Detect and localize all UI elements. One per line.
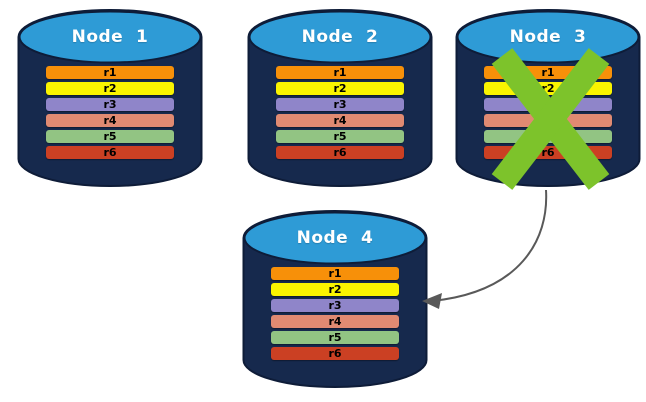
data-row-label: r3 <box>333 98 347 111</box>
data-row-r4[interactable]: r4 <box>271 315 399 328</box>
data-row-r1[interactable]: r1 <box>484 66 612 79</box>
data-row-r6[interactable]: r6 <box>276 146 404 159</box>
data-row-r5[interactable]: r5 <box>484 130 612 143</box>
row-stack-node2: r1 r2 r3 r4 r5 r6 <box>248 66 432 159</box>
data-row-label: r6 <box>541 146 555 159</box>
data-row-label: r2 <box>103 82 117 95</box>
data-row-r6[interactable]: r6 <box>46 146 174 159</box>
data-row-label: r2 <box>541 82 555 95</box>
data-row-r5[interactable]: r5 <box>276 130 404 143</box>
data-row-r3[interactable]: r3 <box>484 98 612 111</box>
data-row-label: r1 <box>333 66 347 79</box>
data-row-r2[interactable]: r2 <box>46 82 174 95</box>
data-row-label: r5 <box>333 130 347 143</box>
data-row-r3[interactable]: r3 <box>46 98 174 111</box>
row-stack-node1: r1 r2 r3 r4 r5 r6 <box>18 66 202 159</box>
data-row-label: r3 <box>103 98 117 111</box>
data-row-r3[interactable]: r3 <box>271 299 399 312</box>
data-row-label: r1 <box>541 66 555 79</box>
data-row-r1[interactable]: r1 <box>276 66 404 79</box>
data-row-label: r1 <box>103 66 117 79</box>
data-row-r6[interactable]: r6 <box>484 146 612 159</box>
data-row-label: r2 <box>333 82 347 95</box>
row-stack-node3: r1 r2 r3 r4 r5 r6 <box>456 66 640 159</box>
data-row-r2[interactable]: r2 <box>271 283 399 296</box>
arrow-line <box>431 189 548 302</box>
data-row-label: r6 <box>103 146 117 159</box>
data-row-label: r5 <box>328 331 342 344</box>
data-row-label: r3 <box>541 98 555 111</box>
data-row-label: r6 <box>328 347 342 360</box>
data-row-label: r3 <box>328 299 342 312</box>
data-row-label: r6 <box>333 146 347 159</box>
data-row-label: r2 <box>328 283 342 296</box>
data-row-r2[interactable]: r2 <box>276 82 404 95</box>
data-row-r1[interactable]: r1 <box>46 66 174 79</box>
data-row-r5[interactable]: r5 <box>46 130 174 143</box>
data-row-r1[interactable]: r1 <box>271 267 399 280</box>
data-row-label: r5 <box>103 130 117 143</box>
data-row-label: r5 <box>541 130 555 143</box>
data-row-r2[interactable]: r2 <box>484 82 612 95</box>
data-row-label: r4 <box>328 315 342 328</box>
data-row-label: r1 <box>328 267 342 280</box>
cylinder-top-ellipse <box>248 10 432 64</box>
data-row-r6[interactable]: r6 <box>271 347 399 360</box>
data-row-label: r4 <box>541 114 555 127</box>
data-row-r4[interactable]: r4 <box>276 114 404 127</box>
data-row-label: r4 <box>333 114 347 127</box>
data-row-r4[interactable]: r4 <box>484 114 612 127</box>
data-row-label: r4 <box>103 114 117 127</box>
data-row-r3[interactable]: r3 <box>276 98 404 111</box>
cylinder-top-ellipse <box>243 211 427 265</box>
row-stack-node4: r1 r2 r3 r4 r5 r6 <box>243 267 427 360</box>
cylinder-top-ellipse <box>456 10 640 64</box>
cylinder-top-ellipse <box>18 10 202 64</box>
data-row-r4[interactable]: r4 <box>46 114 174 127</box>
data-row-r5[interactable]: r5 <box>271 331 399 344</box>
